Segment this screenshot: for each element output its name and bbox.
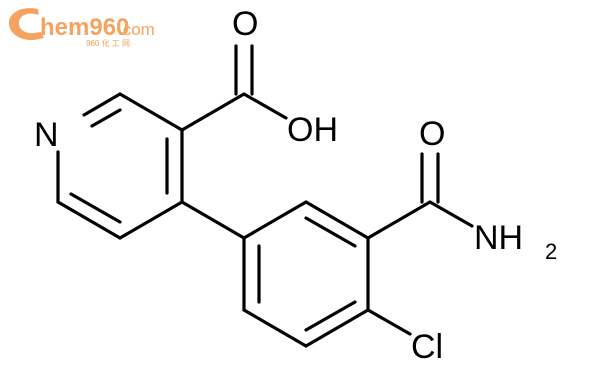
bond-b2-b3 xyxy=(304,200,370,240)
atom-label-acid-o: O xyxy=(232,5,258,43)
bond-c4-c5 xyxy=(118,200,184,240)
atom-label-pyridine-n: N xyxy=(34,116,59,154)
atom-label-acid-oh: OH xyxy=(287,111,338,149)
bond-b2-b3-inner xyxy=(304,216,357,248)
watermark-logo: hem960 .com 960 化 工 网 xyxy=(8,8,155,48)
bond-c3-carboxyl-c xyxy=(180,92,246,132)
bond-layer xyxy=(56,44,474,348)
atom-label-layer: N O OH O NH 2 Cl xyxy=(34,5,557,366)
bond-amide-c-n xyxy=(428,200,474,228)
bond-carboxyl-c-oh xyxy=(242,92,288,120)
bond-b4-b5-inner xyxy=(304,300,357,332)
atom-label-amide-o: O xyxy=(419,115,445,153)
bond-b1-b2 xyxy=(242,200,308,240)
watermark-logo-text: hem960 xyxy=(40,14,129,41)
atom-label-chloro: Cl xyxy=(411,328,443,366)
bond-b4-b5 xyxy=(304,308,370,348)
bond-c5-c6 xyxy=(56,200,122,240)
bond-c5-c6-inner xyxy=(69,192,122,224)
atom-label-amide-nh: NH xyxy=(474,219,523,257)
watermark-subtext: 960 化 工 网 xyxy=(86,38,130,48)
bond-n1-c2 xyxy=(82,92,122,117)
c-logo-icon xyxy=(8,8,44,41)
bond-n1-c2-inner xyxy=(90,108,122,128)
bond-b3-amide-c xyxy=(366,200,432,240)
bond-c2-c3 xyxy=(118,92,184,132)
bond-biaryl xyxy=(180,200,246,240)
watermark-domain-text: .com xyxy=(118,20,155,39)
bond-b5-b6 xyxy=(242,308,308,348)
bond-b4-cl xyxy=(366,308,412,336)
atom-label-amide-h-subscript: 2 xyxy=(545,239,557,264)
